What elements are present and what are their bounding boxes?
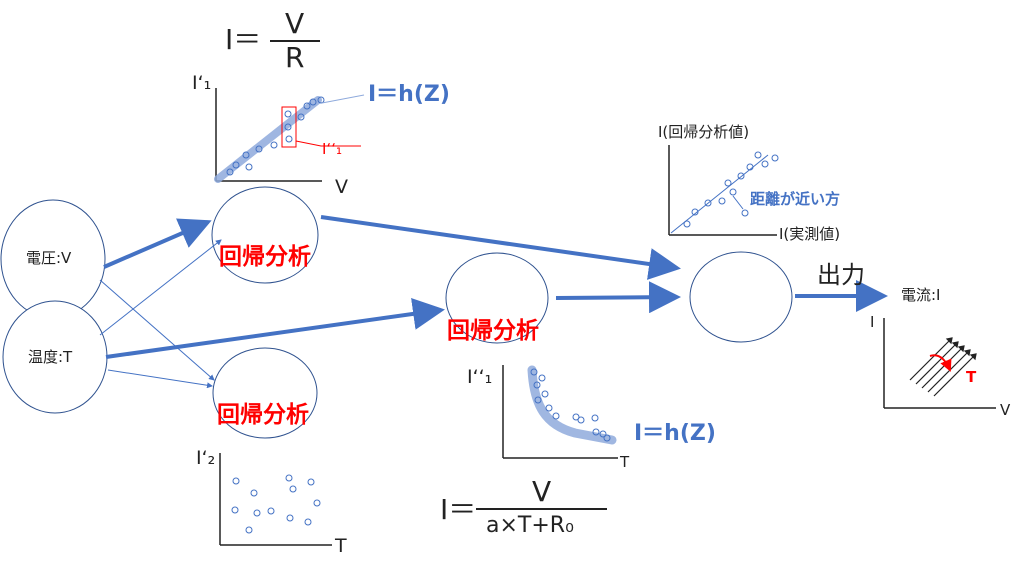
chart-right-top [668, 145, 779, 236]
formula-bottom-numerator: V [532, 475, 552, 508]
scatter-points-right [683, 151, 779, 228]
node-regression-3 [445, 252, 549, 344]
chart-bottom [219, 453, 332, 546]
scatter-points-top [226, 96, 325, 176]
chart-right-xlabel: I(実測値) [779, 225, 841, 243]
node-current-label: 電流:I [901, 286, 941, 304]
chart-right-ylabel: I(回帰分析値) [658, 123, 750, 141]
node-output [689, 251, 793, 343]
chart-bottom-xlabel: T [335, 535, 347, 557]
fit-band-mid [527, 365, 617, 445]
arrow-reg1-to-output [320, 215, 681, 280]
chart-top-ylabel: I‘₁ [192, 72, 212, 94]
chart-right-note: 距離が近い方 [750, 190, 841, 208]
formula-bottom-lhs: I＝ [440, 493, 477, 526]
regression-label-2: 回帰分析 [217, 402, 309, 428]
scatter-points-bottom [231, 474, 321, 534]
regression-label-1: 回帰分析 [219, 244, 311, 270]
chart-mid-fit-label: I＝h(Z) [634, 421, 716, 446]
highlight-leader [295, 140, 361, 147]
chart-top-highlight-label: I‘‘₁ [322, 140, 342, 158]
arrow-reg3-to-output [555, 281, 681, 314]
regression-label-3: 回帰分析 [447, 318, 539, 344]
arrow-voltage-to-reg1 [103, 218, 212, 269]
chart-bottom-ylabel: I‘₂ [196, 447, 216, 469]
output-label: 出力 [817, 261, 865, 289]
scatter-points-mid [530, 368, 611, 442]
arrow-temp-to-reg3 [105, 298, 445, 359]
chart-output-xlabel: V [1000, 401, 1011, 419]
highlight-box [281, 106, 297, 148]
chart-mid-ylabel: I‘‘₁ [467, 366, 493, 388]
fit-band-top [214, 96, 322, 183]
iv-curves [909, 337, 977, 397]
chart-mid [502, 365, 618, 459]
arrow-temp-to-reg2 [107, 369, 213, 389]
formula-top-numerator: V [285, 7, 305, 40]
chart-mid-xlabel: T [620, 453, 630, 471]
chart-output-param: T [966, 368, 977, 386]
node-temperature-label: 温度:T [28, 348, 73, 366]
chart-output [883, 318, 996, 409]
formula-top-denominator: R [285, 41, 305, 74]
chart-output-ylabel: I [870, 313, 875, 331]
fit-leader-top [321, 94, 365, 104]
arrow-temp-to-reg1 [99, 239, 222, 336]
formula-bottom-denominator: a×T+R₀ [486, 513, 574, 538]
node-regression-1 [211, 186, 319, 284]
temperature-arrow [929, 354, 952, 372]
chart-top-xlabel: V [335, 176, 348, 198]
node-voltage-label: 電圧:V [26, 249, 72, 267]
node-regression-2 [212, 347, 318, 439]
chart-top [214, 88, 365, 183]
arrow-voltage-to-reg2 [99, 279, 215, 381]
identity-line [670, 154, 769, 234]
formula-top-lhs: I＝ [225, 23, 262, 56]
chart-top-fit-label: I＝h(Z) [368, 82, 450, 107]
distance-marker [732, 195, 744, 210]
